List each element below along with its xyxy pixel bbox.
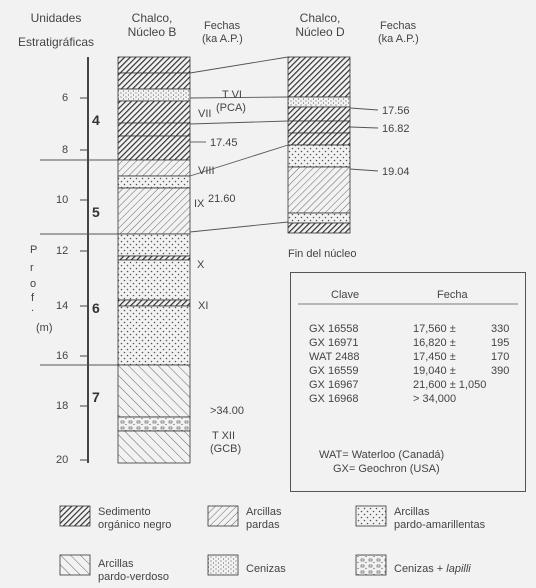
date-19-04: 19.04 <box>382 166 410 178</box>
legend-ash-lapilli-italic: lapilli <box>446 563 471 575</box>
legend-green-line2: pardo-verdoso <box>98 571 169 583</box>
depth-tick-10: 10 <box>56 194 69 206</box>
key-row-fecha: 21,600 ± 1,050 <box>413 379 487 391</box>
core-d-dates-title-line1: Fechas <box>380 20 417 32</box>
units-title-line2: Estratigráficas <box>17 35 95 49</box>
core-b-title-line2: Núcleo B <box>127 25 177 39</box>
key-header-clave: Clave <box>331 289 360 301</box>
date-17-45: 17.45 <box>210 137 238 149</box>
depth-label-f: f <box>31 292 35 304</box>
label-gcb: (GCB) <box>210 443 242 455</box>
label-t-xii: T XII <box>212 430 236 442</box>
key-row-err: 390 <box>491 365 510 377</box>
label-viii: VIII <box>198 165 215 177</box>
core-d-date-ticks <box>349 107 379 172</box>
key-row-clave: WAT 2488 <box>309 351 360 363</box>
key-row-err: 330 <box>491 323 510 335</box>
unit-5: 5 <box>92 204 100 220</box>
unit-7: 7 <box>92 389 100 405</box>
key-row-fecha: 19,040 ± <box>413 365 456 377</box>
date-16-82: 16.82 <box>382 123 410 135</box>
core-d-title-line1: Chalco, <box>299 11 341 25</box>
key-note-geochron: GX= Geochron (USA) <box>333 463 440 475</box>
key-row-fecha: > 34,000 <box>413 393 457 405</box>
units-title-line1: Unidades <box>30 11 82 25</box>
label-ix: IX <box>194 198 205 210</box>
core-b-column <box>117 56 191 464</box>
legend-yellow-line2: pardo-amarillentas <box>394 519 486 531</box>
core-b-dates-title-line2: (ka A.P.) <box>202 33 243 45</box>
legend-organic-line2: orgánico negro <box>98 519 172 531</box>
label-x: X <box>197 259 205 271</box>
key-row-clave: GX 16558 <box>309 323 359 335</box>
depth-label-o: o <box>30 278 37 290</box>
key-row-fecha: 16,820 ± <box>413 337 456 349</box>
legend-ash-lapilli: Cenizas + lapilli <box>394 563 471 575</box>
core-d-end-label: Fin del núcleo <box>288 248 357 260</box>
depth-label-r: r <box>30 262 34 274</box>
depth-tick-12: 12 <box>56 245 69 257</box>
key-row-clave: GX 16968 <box>309 393 359 405</box>
label-t-vi: T VI <box>222 89 242 101</box>
legend-ash: Cenizas <box>246 563 286 575</box>
legend-yellow-line1: Arcillas <box>394 506 430 518</box>
key-header-fecha: Fecha <box>437 289 468 301</box>
key-row-clave: GX 16559 <box>309 365 359 377</box>
key-row-fecha: 17,450 ± <box>413 351 456 363</box>
key-row-err: 195 <box>491 337 510 349</box>
unit-4: 4 <box>92 112 100 128</box>
legend-brown-line1: Arcillas <box>246 506 282 518</box>
core-b-title-line1: Chalco, <box>131 11 173 25</box>
depth-tick-14: 14 <box>56 300 69 312</box>
key-row-clave: GX 16971 <box>309 337 359 349</box>
label-vii: VII <box>198 108 212 120</box>
legend-green-line1: Arcillas <box>98 558 134 570</box>
unit-6: 6 <box>92 300 100 316</box>
date-over-34: >34.00 <box>210 405 244 417</box>
legend-ash-lapilli-prefix: Cenizas + <box>394 563 447 575</box>
depth-tick-6: 6 <box>62 92 69 104</box>
key-row-clave: GX 16967 <box>309 379 359 391</box>
key-row-err: 170 <box>491 351 510 363</box>
radiocarbon-key-table: Clave Fecha GX 16558 17,560 ± 330 GX 169… <box>290 272 526 492</box>
key-note-waterloo: WAT= Waterloo (Canadá) <box>319 449 445 461</box>
depth-tick-20: 20 <box>56 454 69 466</box>
correlation-lines <box>189 56 289 233</box>
unit-boundaries <box>40 159 118 366</box>
core-d-title-line2: Núcleo D <box>295 25 345 39</box>
depth-tick-16: 16 <box>56 350 69 362</box>
legend-brown-line2: pardas <box>246 519 280 531</box>
depth-tick-8: 8 <box>62 144 69 156</box>
depth-label-dot: . <box>31 302 35 314</box>
depth-axis <box>80 57 89 463</box>
core-d-column <box>287 56 351 234</box>
label-pca: (PCA) <box>216 102 246 114</box>
core-d-dates-title-line2: (ka A.P.) <box>378 33 419 45</box>
legend-swatches <box>59 505 387 576</box>
depth-label-p: P <box>30 244 38 256</box>
label-xi: XI <box>198 300 209 312</box>
key-row-fecha: 17,560 ± <box>413 323 456 335</box>
date-17-56: 17.56 <box>382 105 410 117</box>
legend-organic-line1: Sedimento <box>98 506 151 518</box>
date-21-60: 21.60 <box>208 193 236 205</box>
depth-tick-18: 18 <box>56 400 69 412</box>
depth-unit: (m) <box>36 322 53 334</box>
core-b-dates-title-line1: Fechas <box>204 20 241 32</box>
